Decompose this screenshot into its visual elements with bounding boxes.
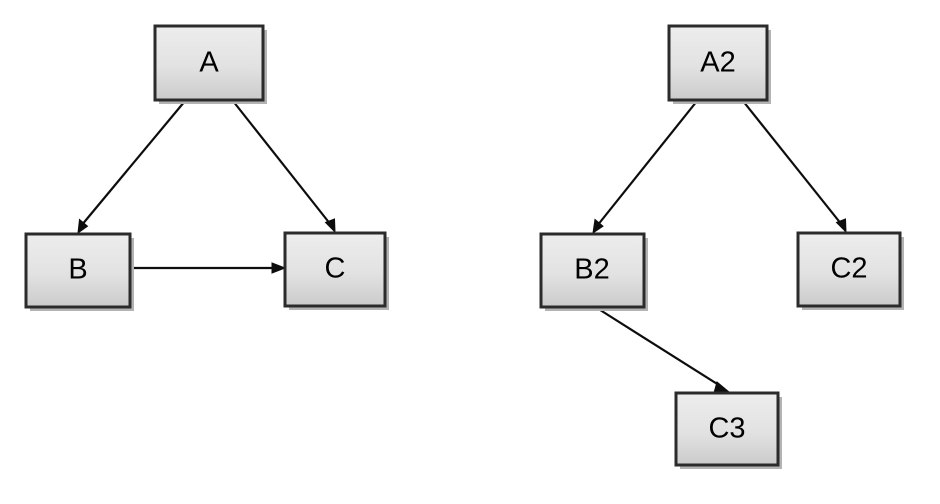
node-b[interactable]: B xyxy=(24,232,134,311)
node-a[interactable]: A xyxy=(153,24,267,104)
node-c-label: C xyxy=(325,253,346,285)
edge-b-to-c xyxy=(131,262,287,274)
edge-a2-to-b2 xyxy=(592,100,698,235)
node-c2-label: C2 xyxy=(830,253,867,285)
node-c3[interactable]: C3 xyxy=(674,391,782,469)
edge-a2-to-c2 xyxy=(742,100,847,234)
edge-a-to-b xyxy=(77,100,186,235)
node-c3-label: C3 xyxy=(708,413,745,445)
node-b-label: B xyxy=(68,254,87,286)
edge-a-to-c xyxy=(232,100,336,234)
node-a2[interactable]: A2 xyxy=(667,24,771,104)
node-a-label: A xyxy=(199,47,219,79)
node-b2-label: B2 xyxy=(574,254,609,286)
node-a2-label: A2 xyxy=(700,47,735,79)
node-b2[interactable]: B2 xyxy=(539,232,648,311)
edge-b2-to-c3 xyxy=(596,307,731,393)
node-c[interactable]: C xyxy=(283,231,389,310)
node-c2[interactable]: C2 xyxy=(796,231,904,310)
